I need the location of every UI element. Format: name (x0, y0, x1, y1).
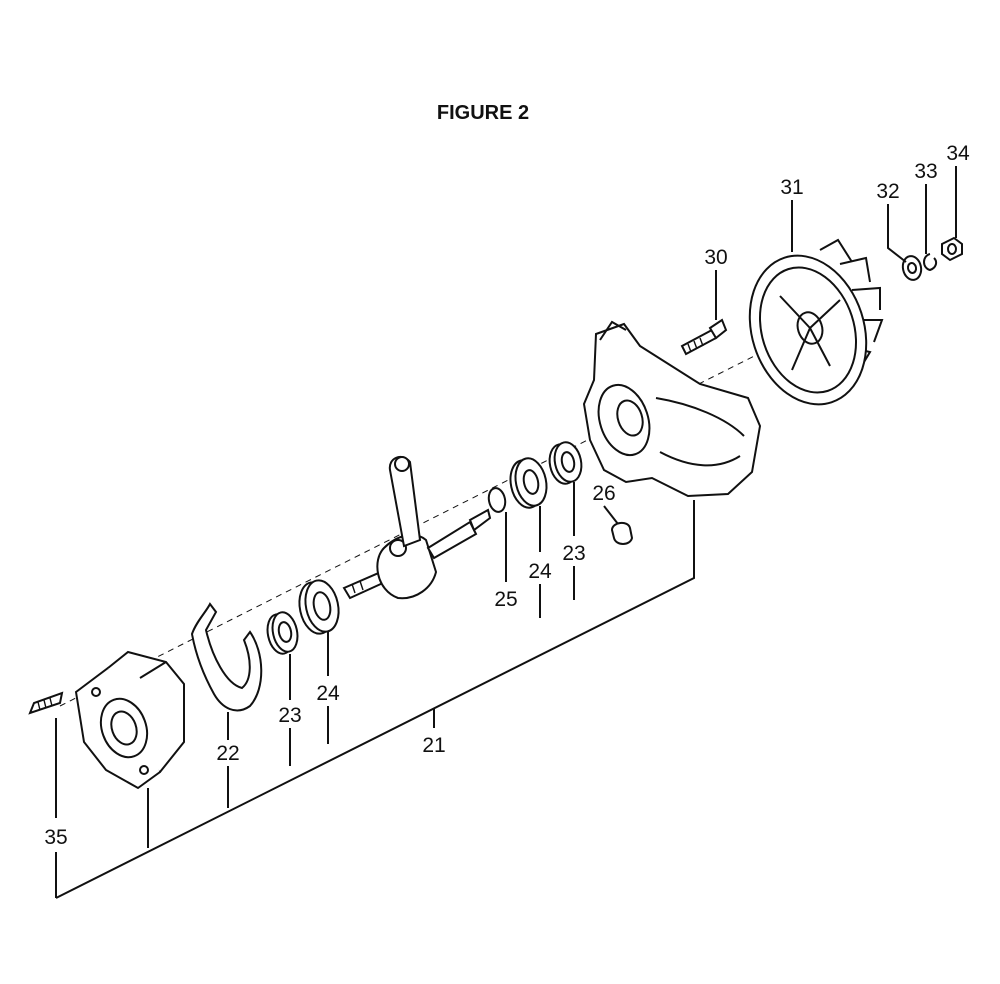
callout-23-right: 23 (562, 542, 585, 565)
crankcase-half-right (582, 320, 762, 498)
crankcase-half-left (74, 650, 185, 790)
callout-33: 33 (914, 160, 937, 183)
callout-31: 31 (780, 176, 803, 199)
part-23-bearing-right (548, 441, 583, 485)
callout-32: 32 (876, 180, 899, 203)
part-25-washer (487, 487, 507, 513)
callout-24-right: 24 (528, 560, 552, 583)
callout-25: 25 (494, 588, 517, 611)
part-24-ball-bearing-left (298, 579, 340, 635)
callout-30: 30 (704, 246, 727, 269)
part-26-plug (610, 522, 634, 545)
part-31-flywheel (748, 238, 884, 406)
part-34-nut (941, 236, 963, 262)
callout-26: 26 (592, 482, 615, 505)
leader-lines (55, 166, 957, 899)
callout-34: 34 (946, 142, 970, 165)
figure-title: FIGURE 2 (436, 102, 530, 124)
callout-21: 21 (422, 734, 445, 757)
part-35-stud-bolt (28, 691, 64, 715)
callout-24-left: 24 (316, 682, 340, 705)
part-24-ball-bearing-right (509, 457, 548, 509)
callout-35: 35 (44, 826, 67, 849)
part-30-bolt (680, 318, 728, 356)
callout-22: 22 (216, 742, 239, 765)
part-23-bearing-left (266, 611, 299, 655)
part-32-washer (901, 255, 923, 281)
part-22-gasket (190, 602, 263, 712)
part-33-spring-washer (923, 253, 938, 272)
crankshaft-assembly (342, 455, 492, 600)
assembly-axis (59, 337, 791, 707)
callout-23-left: 23 (278, 704, 301, 727)
